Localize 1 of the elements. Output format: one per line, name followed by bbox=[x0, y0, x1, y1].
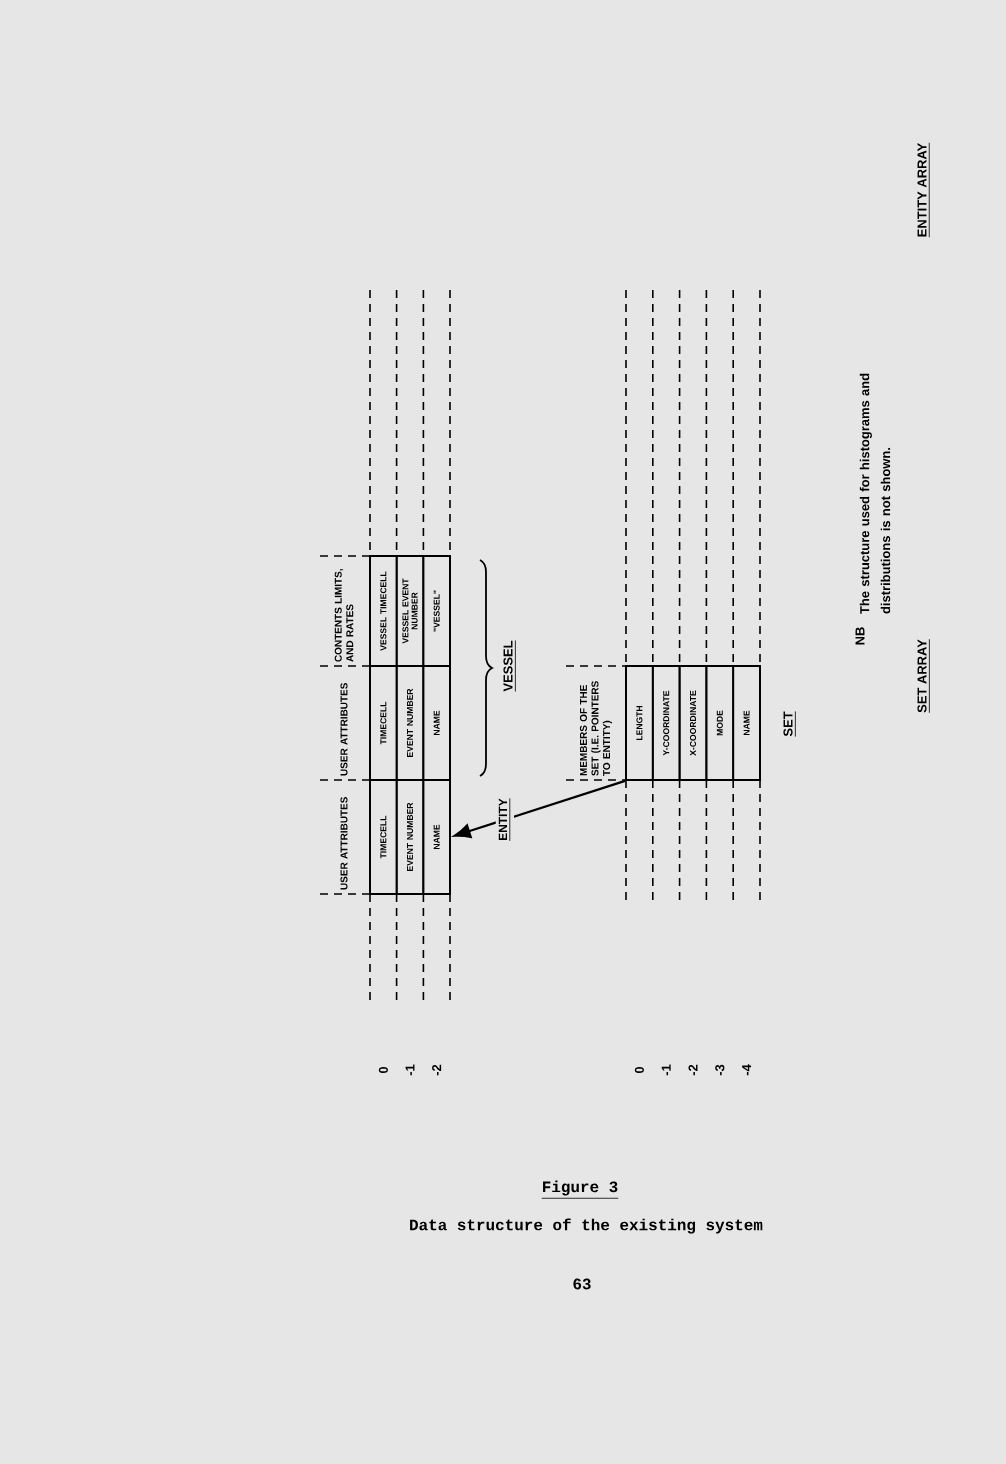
arrow bbox=[453, 779, 626, 839]
